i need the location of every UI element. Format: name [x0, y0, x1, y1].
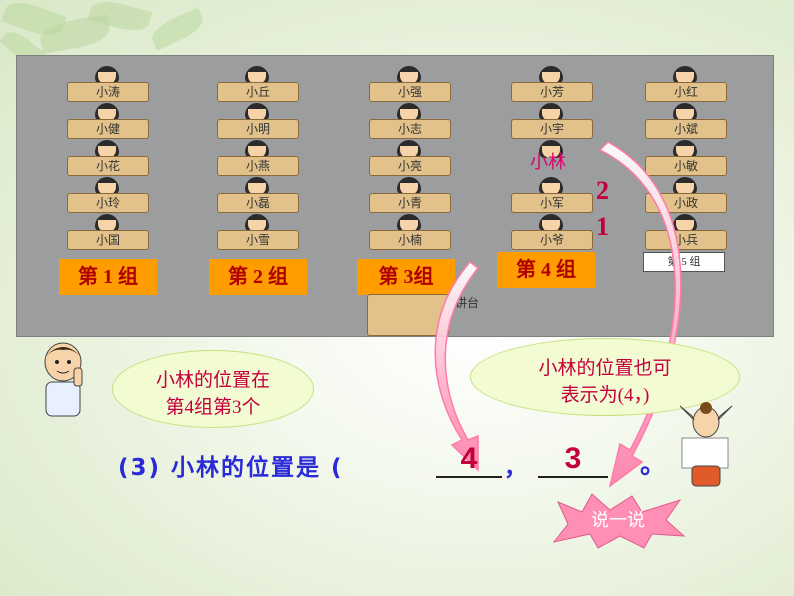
elf-character-icon: [679, 402, 733, 487]
student: 小青: [369, 177, 451, 213]
student-desk-label: 小强: [369, 82, 451, 102]
student: 小雪: [217, 214, 299, 250]
question-suffix: 。: [640, 450, 669, 480]
group-label-4: 第 4 组: [497, 252, 595, 288]
student: 小健: [67, 103, 149, 139]
group-label-3: 第 3组: [357, 259, 455, 295]
student: 小林: [511, 140, 591, 174]
student: 小涛: [67, 66, 149, 102]
group-column-1: 小涛 小健 小花 小玲 小国: [67, 66, 149, 251]
student-desk-label: 小玲: [67, 193, 149, 213]
student-desk-label: 小燕: [217, 156, 299, 176]
student: 小楠: [369, 214, 451, 250]
group-column-3: 小强 小志 小亮 小青 小楠: [369, 66, 451, 251]
student: 小政: [645, 177, 727, 213]
podium-label: 讲台: [455, 296, 480, 310]
student: 小爷: [511, 214, 593, 250]
student-desk-label: 小雪: [217, 230, 299, 250]
student-desk-label: 小斌: [645, 119, 727, 139]
group-label-5: 第 5 组: [643, 252, 725, 272]
bubble-left-line2: 第4组第3个: [165, 397, 261, 418]
student-desk-label: 小健: [67, 119, 149, 139]
student-desk-label: 小爷: [511, 230, 593, 250]
student: 小玲: [67, 177, 149, 213]
student: 小芳: [511, 66, 593, 102]
leaf-decoration: [147, 7, 208, 51]
bubble-right-line1: 小林的位置也可: [538, 358, 672, 379]
group-column-5: 小红 小斌 小敏 小政 小兵: [645, 66, 727, 251]
group-column-4: 小芳 小宇 小林 小军 小爷: [511, 66, 593, 251]
classroom-image: 小涛 小健 小花 小玲 小国 小丘 小明 小燕 小磊 小雪 小强 小志 小亮 小…: [16, 55, 774, 337]
group-label-2: 第 2 组: [209, 259, 307, 295]
student-desk-label: 小政: [645, 193, 727, 213]
student: 小燕: [217, 140, 299, 176]
group-column-2: 小丘 小明 小燕 小磊 小雪: [217, 66, 299, 251]
boy-character-icon: [44, 342, 83, 417]
student-desk-label: 小楠: [369, 230, 451, 250]
student: 小志: [369, 103, 451, 139]
group-label-1: 第 1 组: [59, 259, 157, 295]
bubble-left-line1: 小林的位置在: [155, 370, 270, 391]
row-digit-2: 2: [596, 176, 609, 205]
student-desk-label: 小亮: [369, 156, 451, 176]
student: 小丘: [217, 66, 299, 102]
student: 小斌: [645, 103, 727, 139]
question-prompt: (3) 小林的位置是 (: [118, 455, 344, 481]
answer-blank-2[interactable]: 3: [538, 442, 608, 478]
speech-bubble-right: 小林的位置也可 表示为(4，): [470, 338, 740, 416]
student-desk-label: 小志: [369, 119, 451, 139]
student-desk-label: 小兵: [645, 230, 727, 250]
answer-blank-1[interactable]: 4: [436, 442, 502, 478]
student: 小磊: [217, 177, 299, 213]
student: 小兵: [645, 214, 727, 250]
student: 小国: [67, 214, 149, 250]
student: 小敏: [645, 140, 727, 176]
student: 小明: [217, 103, 299, 139]
bubble-right-line2: 表示为(4，): [560, 385, 650, 406]
student-desk-label: 小丘: [217, 82, 299, 102]
student: 小亮: [369, 140, 451, 176]
student: 小花: [67, 140, 149, 176]
highlight-student-name: 小林: [530, 152, 566, 172]
podium: [367, 294, 449, 336]
student-desk-label: 小红: [645, 82, 727, 102]
say-it-burst-icon[interactable]: [548, 490, 688, 550]
student-desk-label: 小青: [369, 193, 451, 213]
student-desk-label: 小涛: [67, 82, 149, 102]
answer-separator: ，: [504, 455, 529, 481]
speech-bubble-left: 小林的位置在 第4组第3个: [112, 350, 314, 428]
say-it-button[interactable]: 说一说: [591, 510, 645, 530]
student: 小宇: [511, 103, 593, 139]
student-desk-label: 小敏: [645, 156, 727, 176]
student: 小军: [511, 177, 593, 213]
student-desk-label: 小花: [67, 156, 149, 176]
student-desk-label: 小芳: [511, 82, 593, 102]
student-desk-label: 小宇: [511, 119, 593, 139]
student-desk-label: 小明: [217, 119, 299, 139]
student-desk-label: 小国: [67, 230, 149, 250]
student: 小强: [369, 66, 451, 102]
student: 小红: [645, 66, 727, 102]
row-digit-1: 1: [596, 212, 609, 241]
student-desk-label: 小磊: [217, 193, 299, 213]
student-desk-label: 小军: [511, 193, 593, 213]
